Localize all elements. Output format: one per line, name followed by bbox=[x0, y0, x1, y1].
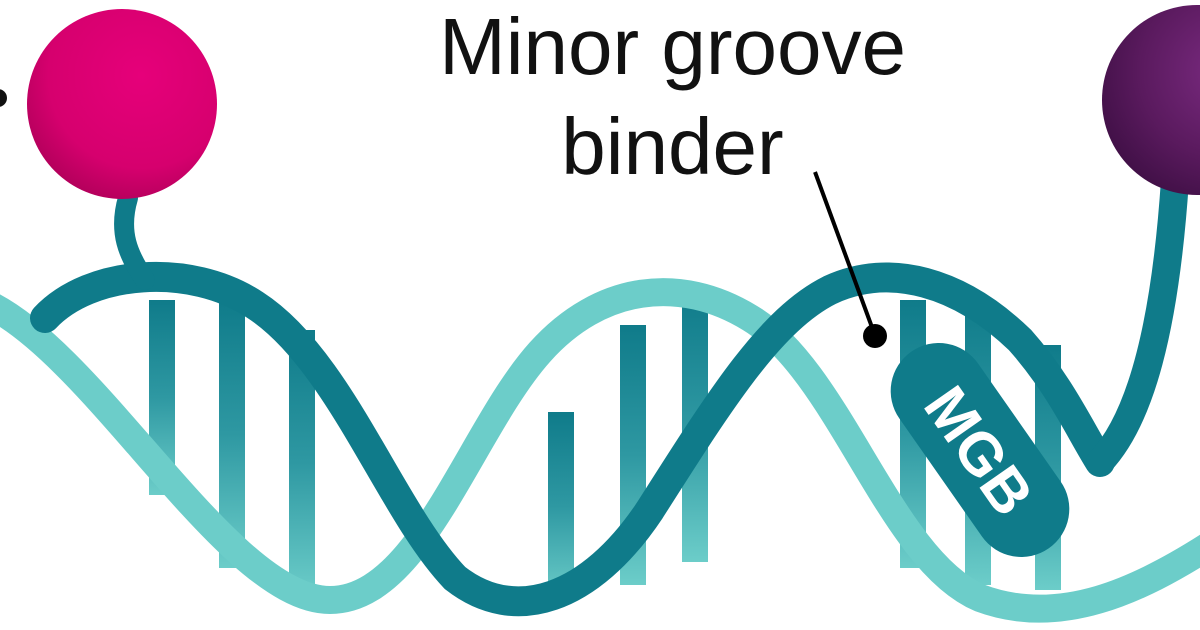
mgb-label-line1: Minor groove bbox=[439, 2, 906, 91]
quencher-linker bbox=[1086, 166, 1189, 476]
pointer-dot bbox=[863, 324, 887, 348]
reporter-linker bbox=[114, 188, 155, 290]
rung bbox=[548, 412, 574, 600]
edge-dot bbox=[0, 89, 7, 107]
pointer-line bbox=[813, 171, 875, 331]
mgb-label-line2: binder bbox=[561, 102, 784, 191]
dna-strand-dark bbox=[30, 261, 1115, 617]
quencher-dye-sphere bbox=[1102, 5, 1200, 195]
reporter-dye-sphere bbox=[27, 9, 217, 199]
dna-strand-light bbox=[0, 278, 1200, 623]
